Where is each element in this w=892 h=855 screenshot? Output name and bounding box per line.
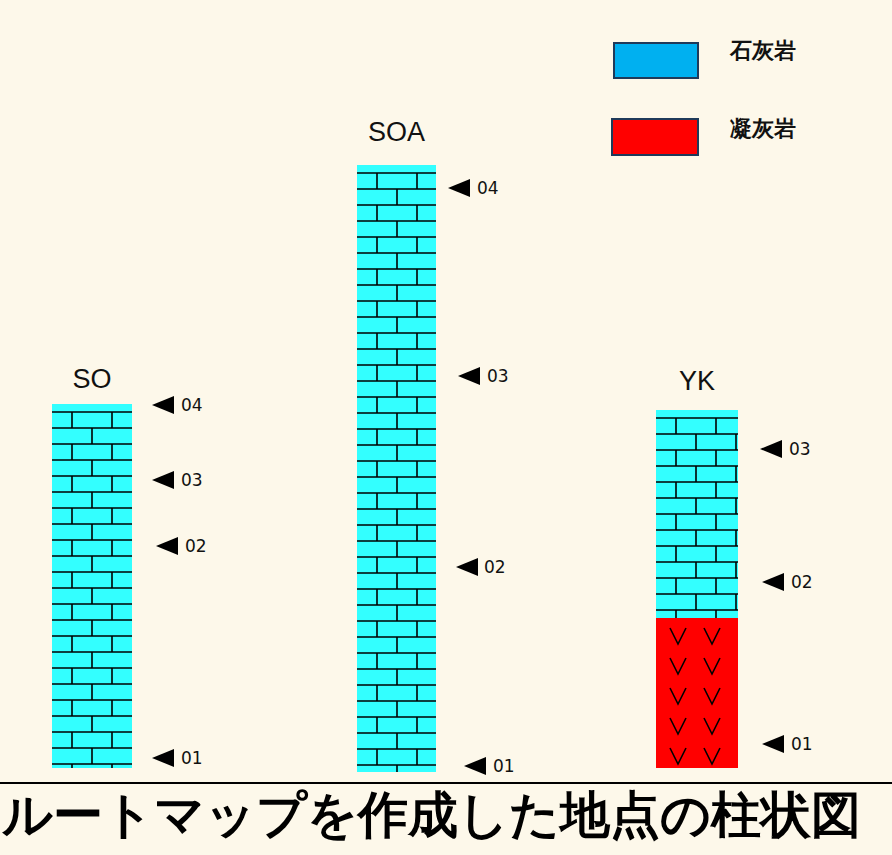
sample-number: 04 bbox=[181, 394, 203, 416]
callout-triangle bbox=[152, 471, 174, 489]
sample-number: 01 bbox=[791, 733, 813, 755]
callout-triangle bbox=[458, 367, 480, 385]
column-title: YK bbox=[616, 366, 778, 397]
column-fill bbox=[357, 165, 436, 772]
callout-triangle bbox=[156, 537, 178, 555]
sample-number: 01 bbox=[181, 747, 203, 769]
sample-number: 03 bbox=[789, 438, 811, 460]
callout-triangle bbox=[762, 735, 784, 753]
sample-number: 04 bbox=[477, 177, 499, 199]
legend-swatch bbox=[613, 42, 699, 79]
sample-number: 02 bbox=[791, 571, 813, 593]
callout-triangle bbox=[448, 179, 470, 197]
base-line bbox=[0, 782, 892, 784]
strat-column: SO bbox=[52, 404, 132, 768]
legend-text: 石灰岩 bbox=[730, 36, 796, 66]
callout-triangle bbox=[456, 558, 478, 576]
column-fill bbox=[656, 410, 738, 768]
sample-number: 03 bbox=[181, 469, 203, 491]
sample-number: 01 bbox=[493, 755, 515, 777]
callout-triangle bbox=[760, 440, 782, 458]
legend-text: 凝灰岩 bbox=[730, 114, 796, 144]
column-fill bbox=[52, 404, 132, 768]
strat-column: YK bbox=[656, 410, 738, 768]
column-title: SOA bbox=[317, 117, 476, 148]
callout-markers bbox=[152, 179, 784, 775]
callout-triangle bbox=[152, 396, 174, 414]
strat-column: SOA bbox=[357, 165, 436, 772]
column-title: SO bbox=[12, 364, 172, 395]
sample-number: 02 bbox=[484, 556, 506, 578]
callout-triangle bbox=[464, 757, 486, 775]
callout-triangle bbox=[152, 749, 174, 767]
figure-caption: ルートマップを作成した地点の柱状図 bbox=[2, 788, 861, 843]
legend-swatch bbox=[611, 118, 699, 156]
sample-number: 03 bbox=[487, 365, 509, 387]
sample-number: 02 bbox=[185, 535, 207, 557]
callout-triangle bbox=[762, 573, 784, 591]
